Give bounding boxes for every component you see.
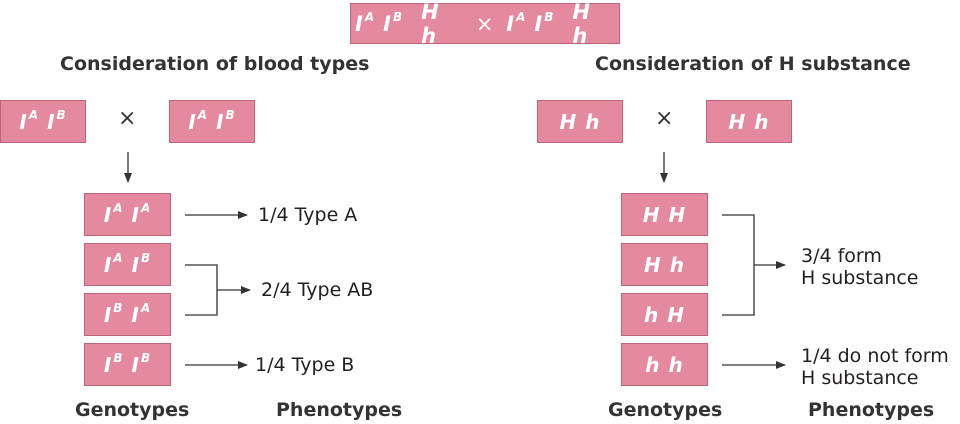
h-phenotype-form: 3/4 form H substance <box>801 245 919 289</box>
h-bracket-form <box>722 214 755 316</box>
blood-genotypes-label: Genotypes <box>75 399 190 421</box>
blood-offspring-box: IA IA <box>84 193 171 236</box>
top-parent1-h: H h <box>421 0 440 48</box>
blood-types-heading: Consideration of blood types <box>60 53 370 75</box>
blood-phenotype-b: 1/4 Type B <box>255 354 355 376</box>
h-phenotype-not-form: 1/4 do not form H substance <box>801 345 949 389</box>
blood-bracket-ab <box>185 264 218 316</box>
blood-cross-times: × <box>118 106 137 131</box>
blood-parent2-box: IA IB <box>169 100 255 143</box>
blood-parent1-box: IA IB <box>0 100 86 143</box>
blood-offspring-box: IB IB <box>84 343 171 386</box>
blood-offspring-box: IB IA <box>84 293 171 336</box>
h-phenotypes-label: Phenotypes <box>808 399 935 421</box>
h-cross-times: × <box>655 106 674 131</box>
h-offspring-box: h h <box>621 343 708 386</box>
blood-phenotype-ab: 2/4 Type AB <box>261 279 374 301</box>
blood-phenotype-a: 1/4 Type A <box>258 204 358 226</box>
top-cross-box: IA IB H h × IA IB H h <box>350 0 620 48</box>
top-parent2-allele2: IB <box>534 9 555 36</box>
h-offspring-box: H H <box>621 193 708 236</box>
top-parent2-h: H h <box>572 0 591 48</box>
top-parent1-allele2: IB <box>383 9 404 36</box>
h-parent1-box: H h <box>537 100 623 143</box>
blood-phenotypes-label: Phenotypes <box>276 399 403 421</box>
top-cross-times: × <box>475 11 495 36</box>
h-substance-heading: Consideration of H substance <box>595 53 911 75</box>
h-parent2-box: H h <box>706 100 792 143</box>
h-genotypes-label: Genotypes <box>608 399 723 421</box>
blood-offspring-box: IA IB <box>84 243 171 286</box>
top-parent1-allele1: IA <box>355 9 376 36</box>
top-parent2-allele1: IA <box>506 9 527 36</box>
h-offspring-box: h H <box>621 293 708 336</box>
h-offspring-box: H h <box>621 243 708 286</box>
